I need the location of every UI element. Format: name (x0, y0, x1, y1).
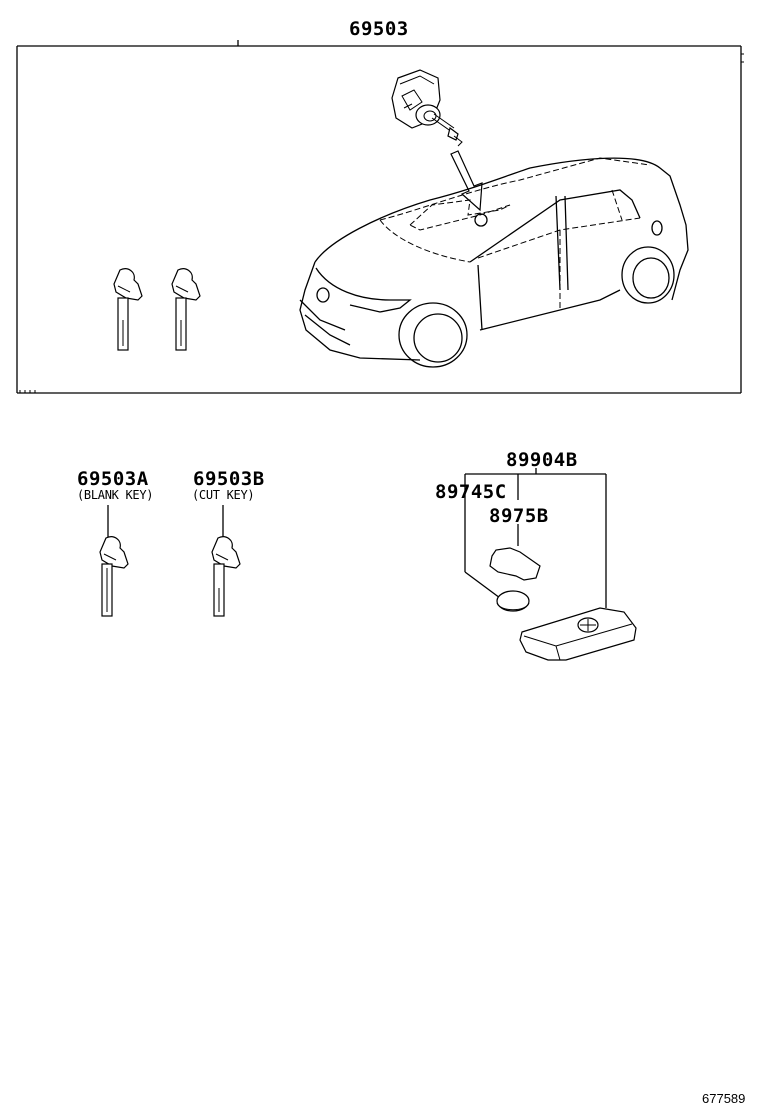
illustration-code: 677589 (702, 1091, 746, 1106)
part-number-battery-cover: 8975B (489, 505, 549, 527)
part-number-smart-key: 89904B (506, 449, 578, 471)
part-number-cut-key: 69503B (193, 468, 265, 490)
battery-illustration (496, 590, 530, 612)
part-description-cut-key: (CUT KEY) (192, 488, 255, 502)
part-number-battery: 89745C (435, 481, 507, 503)
assembly-frame (16, 40, 744, 394)
vehicle-illustration (299, 157, 689, 368)
smart-key-leader-lines (464, 468, 607, 608)
keys-in-assembly-illustration (113, 268, 201, 351)
part-description-blank-key: (BLANK KEY) (77, 488, 154, 502)
battery-cover-illustration (489, 547, 541, 581)
assembly-part-number: 69503 (349, 18, 409, 40)
part-number-blank-key: 69503A (77, 468, 149, 490)
blank-key-illustration (99, 505, 129, 617)
ignition-cylinder-illustration (391, 69, 483, 212)
cut-key-illustration (211, 505, 241, 617)
smart-key-fob-illustration (519, 607, 637, 661)
